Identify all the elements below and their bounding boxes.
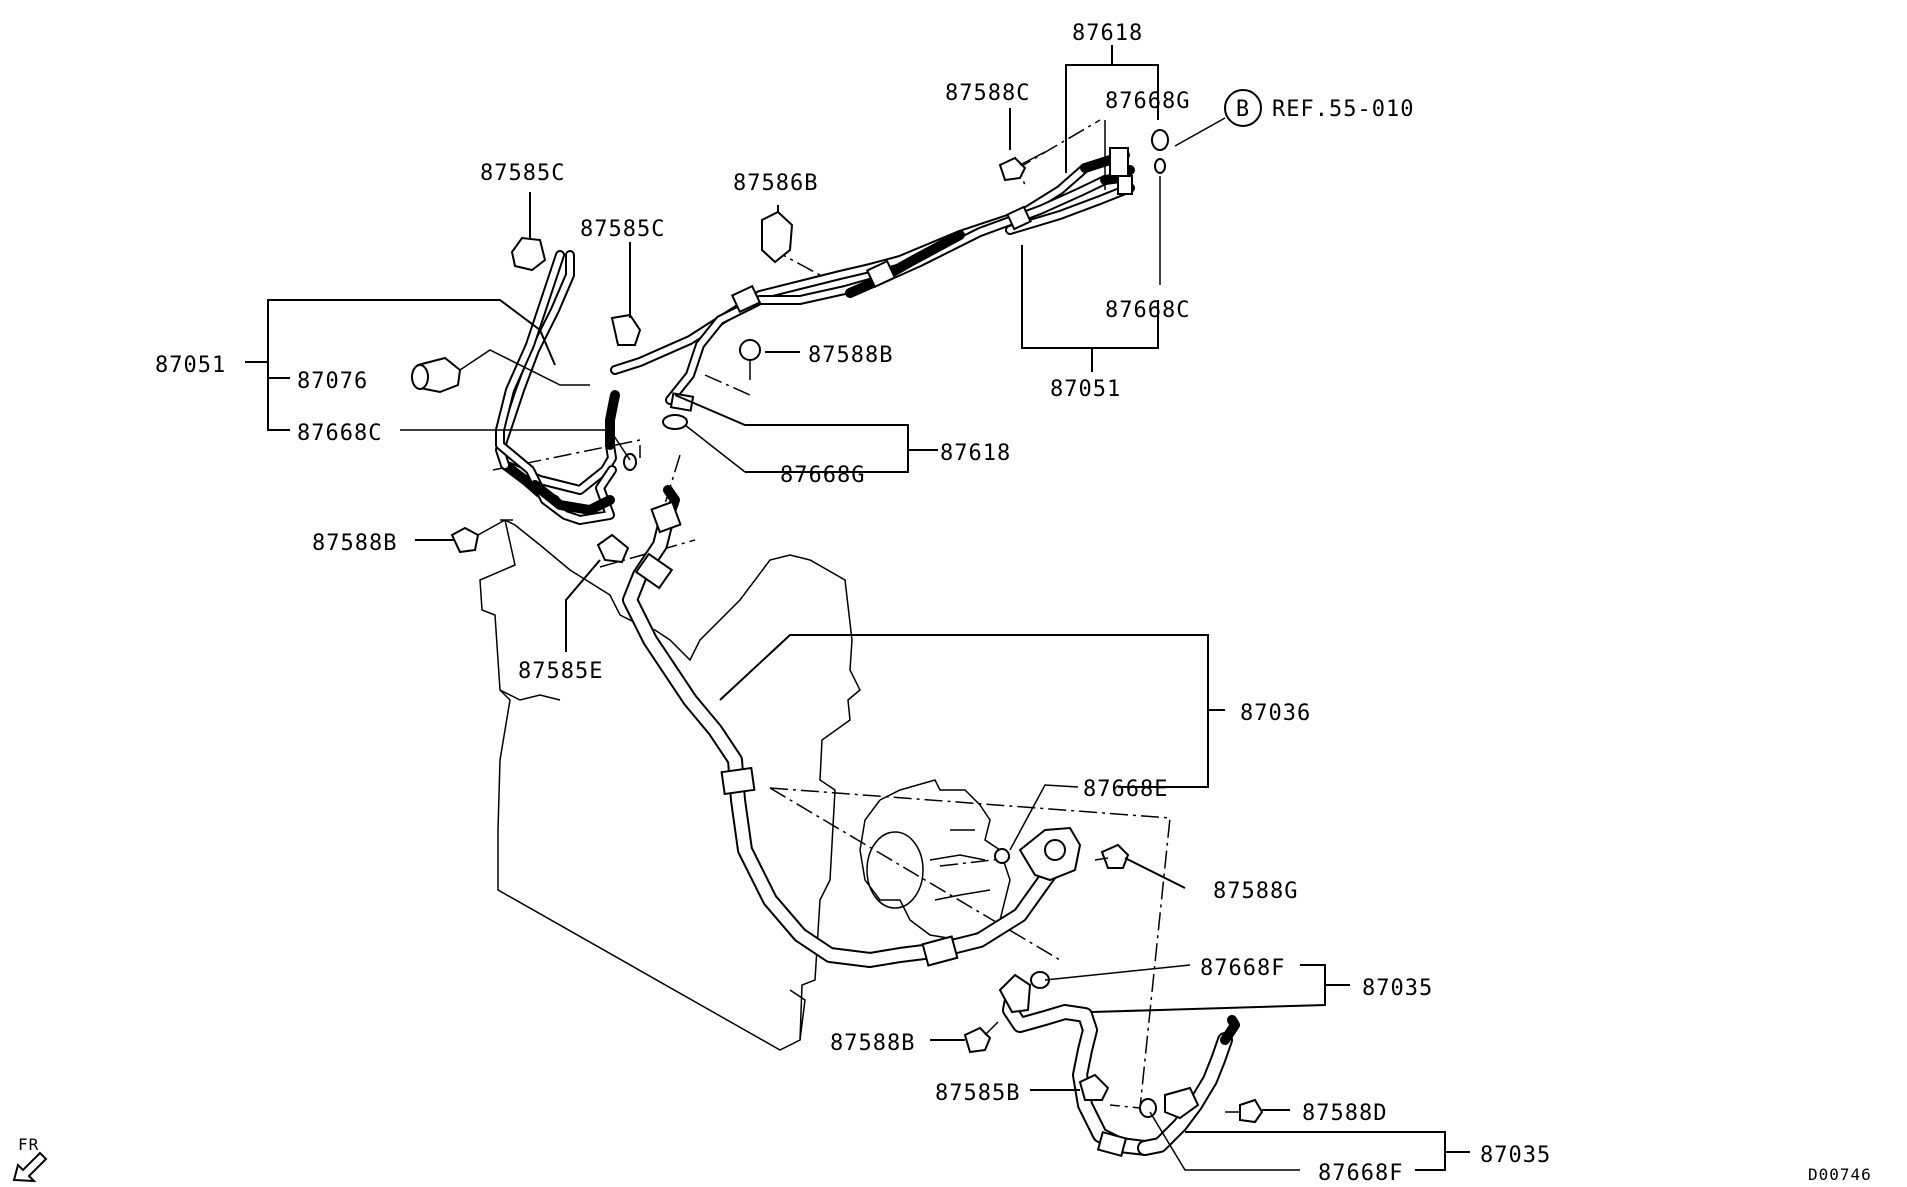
discharge-hose-b xyxy=(1137,1015,1240,1156)
label-87588C: 87588C xyxy=(945,81,1030,106)
bolt-87588B-mid xyxy=(739,339,761,380)
label-87588G: 87588G xyxy=(1213,879,1298,904)
ref-marker-letter: B xyxy=(1236,97,1250,122)
label-87588B-mid: 87588B xyxy=(808,343,893,368)
clamp-87586B xyxy=(761,210,794,264)
label-87585C-a: 87585C xyxy=(480,161,565,186)
bolt-87588D xyxy=(1225,1098,1264,1124)
label-87051-left: 87051 xyxy=(155,353,226,378)
front-arrow-icon xyxy=(12,1151,48,1183)
label-87668F-b: 87668F xyxy=(1318,1161,1403,1186)
label-87668C-right: 87668C xyxy=(1105,298,1190,323)
label-87076: 87076 xyxy=(297,369,368,394)
part-labels: 87618 87588C 87668G 87585C 87586B 87585C… xyxy=(155,21,1551,1186)
label-87035-b: 87035 xyxy=(1480,1143,1551,1168)
leader-lines xyxy=(245,45,1470,1171)
label-87588B-left: 87588B xyxy=(312,531,397,556)
label-87618-top: 87618 xyxy=(1072,21,1143,46)
label-87618-mid: 87618 xyxy=(940,441,1011,466)
front-arrow: FR xyxy=(12,1135,48,1183)
ref-marker-text: REF.55-010 xyxy=(1272,97,1414,122)
front-label: FR xyxy=(18,1135,39,1154)
label-87035-a: 87035 xyxy=(1362,976,1433,1001)
label-87668G-top: 87668G xyxy=(1105,89,1190,114)
label-87668C-left: 87668C xyxy=(297,421,382,446)
label-87051-right: 87051 xyxy=(1050,377,1121,402)
bolt-87588B-low xyxy=(963,1021,999,1054)
discharge-hose-a xyxy=(998,973,1153,1158)
switch-87076 xyxy=(411,356,462,394)
bolt-87588B-left xyxy=(450,519,506,554)
bolt-87588C xyxy=(998,151,1046,182)
label-87036: 87036 xyxy=(1240,701,1311,726)
label-87585C-b: 87585C xyxy=(580,217,665,242)
label-87585B: 87585B xyxy=(935,1081,1020,1106)
clamp-87585E xyxy=(596,533,630,564)
suction-hose xyxy=(622,485,1068,968)
label-87586B: 87586B xyxy=(733,171,818,196)
condenser-outline xyxy=(479,519,861,1051)
liquid-pipe xyxy=(495,250,617,525)
label-87668F-a: 87668F xyxy=(1200,956,1285,981)
clamp-87585B xyxy=(1078,1073,1110,1101)
ref-marker-b: B REF.55-010 xyxy=(1224,89,1414,127)
o-rings xyxy=(623,129,1169,1118)
bolt-87588G xyxy=(1094,843,1130,869)
label-87585E: 87585E xyxy=(518,659,603,684)
clamp-87585C-b xyxy=(610,313,642,346)
diagram-id: D00746 xyxy=(1808,1165,1872,1184)
clamp-87585C-a xyxy=(510,236,547,272)
compressor-fitting xyxy=(994,826,1082,882)
label-87588B-low: 87588B xyxy=(830,1031,915,1056)
label-87668E: 87668E xyxy=(1083,777,1168,802)
label-87588D: 87588D xyxy=(1302,1101,1387,1126)
upper-pipe-assembly xyxy=(495,147,1135,505)
label-87668G-mid: 87668G xyxy=(780,463,865,488)
